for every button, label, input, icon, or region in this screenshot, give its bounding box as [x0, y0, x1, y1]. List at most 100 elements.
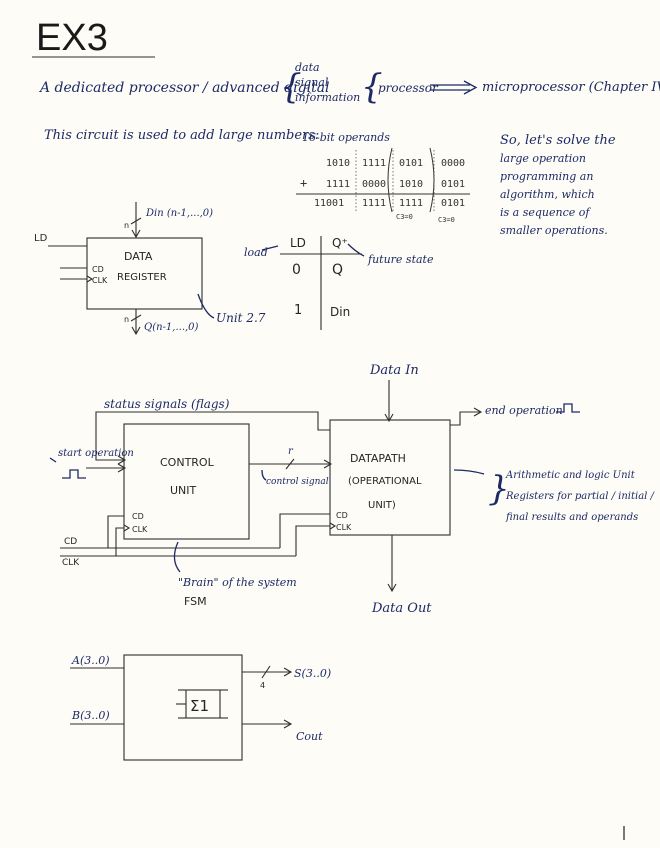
brace-right: {	[361, 67, 383, 107]
datapath-cd: CD	[336, 511, 348, 520]
bracket-right	[429, 147, 435, 213]
brain-pointer	[173, 541, 181, 573]
op1-part1: 1010	[326, 158, 350, 169]
svg-text:So, let's solve the: So, let's solve the	[500, 133, 616, 148]
datapath-line3: UNIT)	[368, 500, 396, 511]
microprocessor-note: microprocessor (Chapter IV)	[482, 80, 660, 95]
datapath-clk: CLK	[336, 523, 352, 532]
end-op-pulse	[556, 403, 580, 413]
adder-diagram: A(3..0) B(3..0) Σ1 4 S(3..0) Cout	[70, 654, 331, 761]
brace-left: {	[280, 67, 302, 107]
unit-ref: Unit 2.7	[216, 311, 266, 325]
carry-label-2: C3=0	[438, 216, 455, 224]
start-op-arrow	[117, 463, 127, 473]
datapath-box	[329, 419, 451, 536]
datapath-line1: DATAPATH	[350, 452, 406, 465]
r-label: r	[288, 446, 294, 457]
future-arrow	[347, 243, 365, 257]
start-op-pulse	[62, 469, 86, 479]
din-label: Din (n-1,...,0)	[145, 208, 213, 219]
op2-part3: 1010	[399, 179, 423, 190]
data-register: DATA REGISTER CD CLK n Din (n-1,...,0) L…	[34, 202, 266, 336]
unit-ref-arrow	[197, 293, 215, 319]
op2-part1: 1111	[326, 179, 350, 190]
datapath-note-brace: }	[488, 469, 510, 509]
datapath-note-line2: Registers for partial / initial /	[505, 491, 656, 502]
svg-text:large operation: large operation	[500, 152, 586, 165]
register-clock-notch	[86, 275, 94, 283]
col-q: Q⁺	[332, 236, 348, 250]
register-box	[86, 237, 203, 310]
carry-label-1: C3=0	[396, 213, 413, 221]
implies-arrow	[430, 80, 478, 95]
status-signals-label: status signals (flags)	[104, 397, 230, 411]
datapath-line2: (OPERATIONAL	[348, 476, 422, 487]
din-bus-mark	[130, 217, 142, 225]
end-op-path	[450, 411, 480, 426]
datapath-note-pointer	[453, 469, 485, 475]
intro-line: A dedicated processor / advanced digital	[38, 80, 330, 96]
circuit-sentence: This circuit is used to add large number…	[44, 128, 319, 143]
start-operation-label: start operation	[58, 448, 134, 459]
s-arrow	[283, 667, 293, 677]
cd-to-control	[107, 515, 124, 548]
sigma-label: Σ1	[190, 697, 209, 715]
datapath-clock-notch	[329, 522, 337, 530]
data-out-label: Data Out	[371, 601, 432, 616]
row1-q: Q	[332, 262, 343, 278]
a-label: A(3..0)	[71, 654, 110, 667]
brain-label: "Brain" of the system	[178, 576, 297, 589]
future-label: future state	[367, 253, 434, 266]
truth-table: load LD Q⁺ future state 0 Q 1 Din	[244, 236, 434, 330]
register-cd: CD	[92, 265, 104, 274]
s-label: S(3..0)	[294, 667, 331, 680]
cout-label: Cout	[296, 730, 323, 743]
svg-text:smaller operations.: smaller operations.	[500, 224, 608, 237]
control-clock-notch	[123, 524, 131, 532]
b-label: B(3..0)	[71, 709, 110, 722]
sum-part4: 0101	[441, 198, 465, 209]
end-op-arrow	[473, 407, 483, 417]
load-label: load	[244, 246, 268, 259]
row1-ld: 0	[292, 262, 301, 278]
svg-text:programming an: programming an	[500, 170, 593, 183]
row2-ld: 1	[294, 303, 302, 318]
register-name-line2: REGISTER	[117, 272, 167, 283]
adder-box	[123, 654, 243, 761]
control-unit-line2: UNIT	[170, 484, 197, 497]
bracket-left	[387, 147, 393, 213]
control-unit-box	[123, 423, 250, 540]
load-arrow	[261, 245, 279, 251]
din-arrow	[131, 229, 141, 239]
q-bus-mark	[130, 314, 142, 322]
data-out-arrow	[387, 583, 397, 593]
solution-note: So, let's solve the large operation prog…	[500, 133, 616, 237]
datapath-note-line1: Arithmetic and logic Unit	[505, 470, 636, 481]
page-title: EX3	[36, 17, 108, 59]
clk-to-control	[115, 527, 124, 556]
ld-label: LD	[34, 233, 48, 244]
q-n: n	[124, 315, 129, 324]
sum-part3: 1111	[399, 198, 423, 209]
sum-part1: 11001	[314, 198, 344, 209]
svg-text:algorithm, which: algorithm, which	[500, 188, 595, 201]
plus-sign: +	[300, 176, 307, 190]
control-signal-pointer	[261, 469, 267, 481]
data-in-arrow	[384, 413, 394, 423]
cout-arrow	[283, 719, 293, 729]
status-path	[95, 411, 330, 461]
control-bus-mark	[285, 458, 295, 470]
control-signal-arrow	[323, 459, 333, 469]
binary-addition: 16-bit operands 1010 1111 0101 0000 + 11…	[296, 131, 470, 224]
sum-part2: 1111	[362, 198, 386, 209]
op2-part4: 0101	[441, 179, 465, 190]
register-name-line1: DATA	[124, 250, 153, 263]
register-clk: CLK	[92, 276, 108, 285]
control-cd: CD	[132, 512, 144, 521]
end-operation-label: end operation	[485, 404, 563, 417]
col-ld: LD	[290, 236, 306, 250]
status-arrow	[117, 455, 127, 465]
data-in-label: Data In	[369, 363, 419, 378]
